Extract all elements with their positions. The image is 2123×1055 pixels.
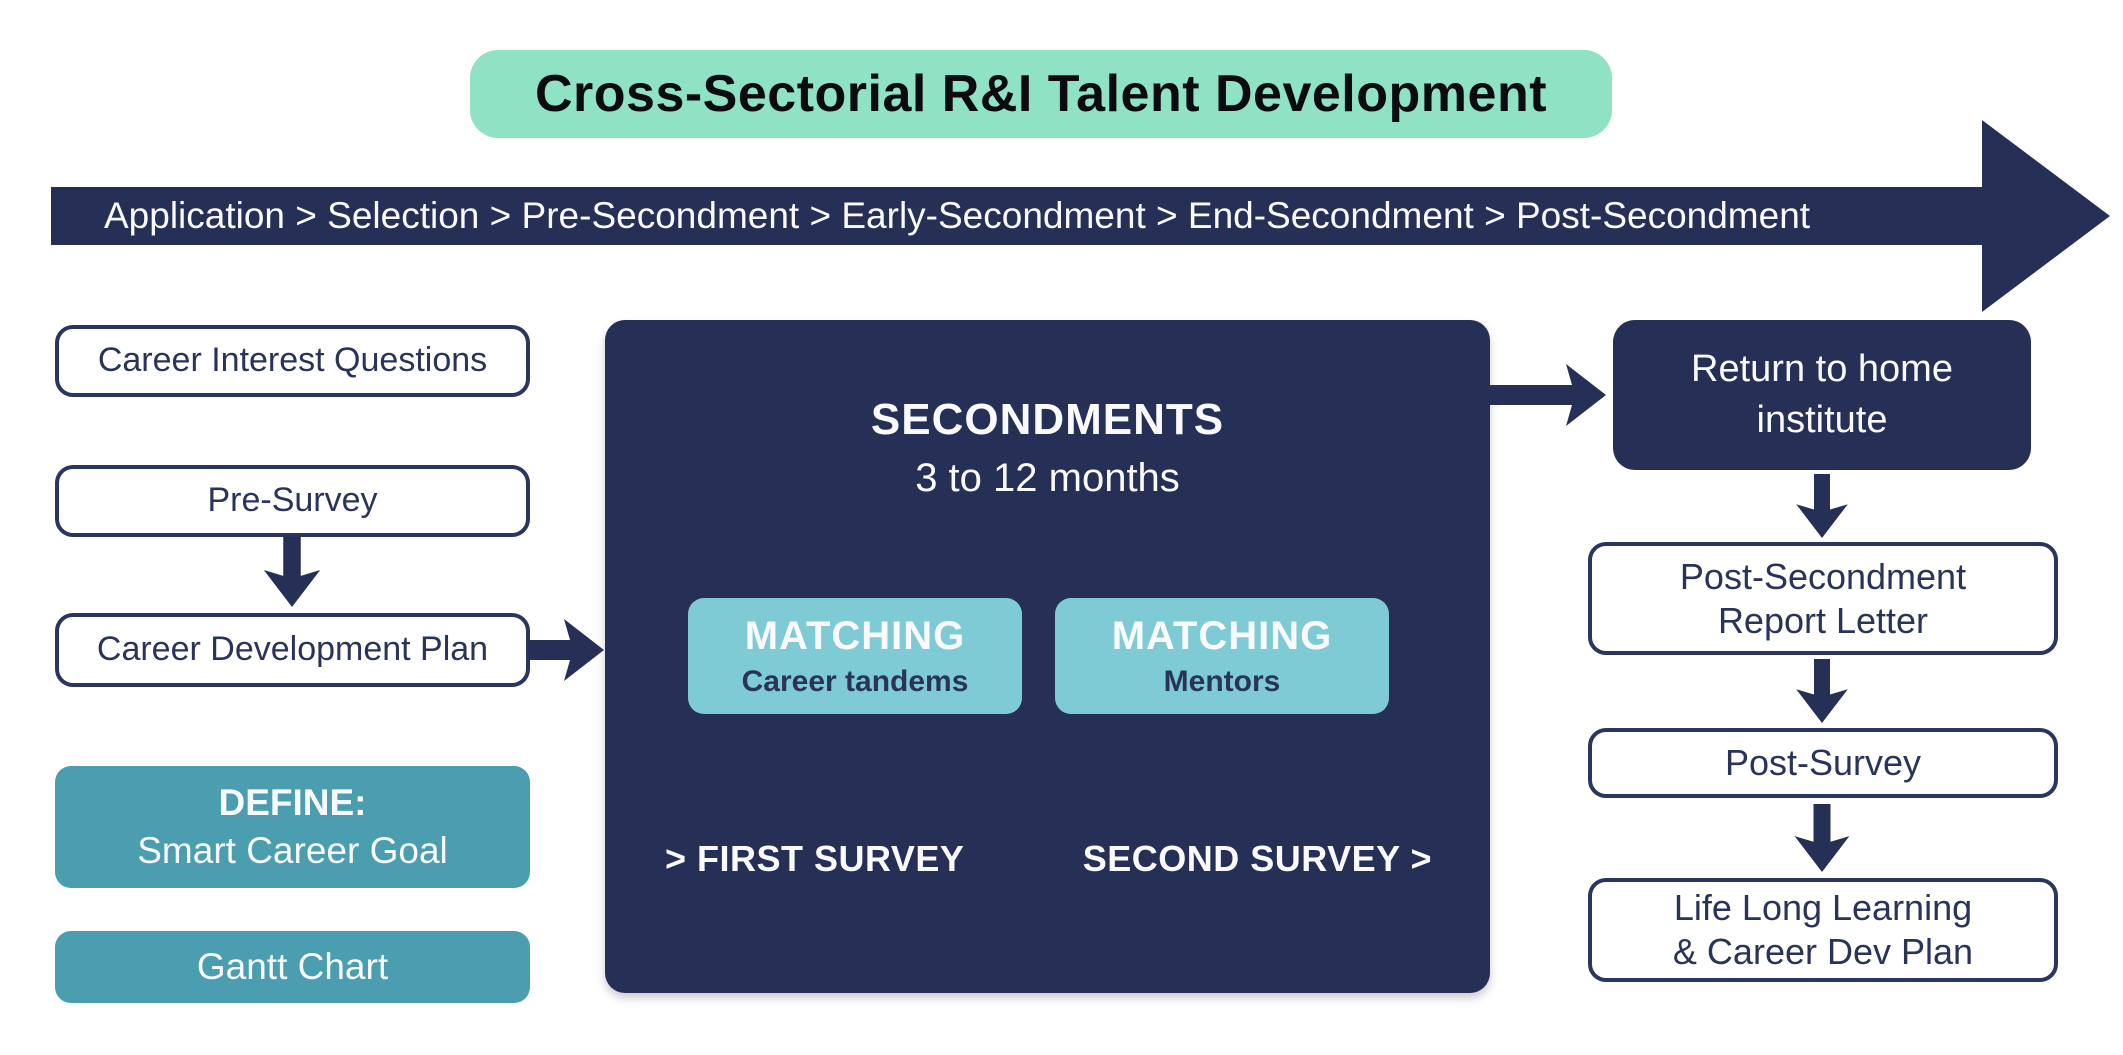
return-home-line2: institute: [1756, 399, 1888, 441]
life-long-learning-box: Life Long Learning & Career Dev Plan: [1588, 878, 2058, 982]
first-survey-label: > FIRST SURVEY: [665, 838, 965, 879]
career-development-plan-box: Career Development Plan: [55, 613, 530, 687]
arrow-down-icon: [1796, 659, 1848, 723]
matching-career-tandems-box: MATCHING Career tandems: [688, 598, 1022, 714]
post-survey-label: Post-Survey: [1724, 742, 1922, 784]
career-interest-questions-label: Career Interest Questions: [97, 341, 488, 380]
page-title-pill: Cross-Sectorial R&I Talent Development: [470, 50, 1612, 138]
matching-career-tandems-subtitle: Career tandems: [741, 664, 969, 698]
post-secondment-report-letter-box: Post-Secondment Report Letter: [1588, 542, 2058, 655]
matching-mentors-subtitle: Mentors: [1163, 664, 1281, 698]
define-heading: DEFINE:: [218, 781, 367, 823]
post-survey-box: Post-Survey: [1588, 728, 2058, 798]
life-long-learning-line1: Life Long Learning: [1673, 887, 1973, 929]
pre-survey-box: Pre-Survey: [55, 465, 530, 537]
post-secondment-report-line2: Report Letter: [1717, 599, 1929, 641]
matching-mentors-title: MATCHING: [1111, 613, 1333, 658]
process-banner-arrowhead-icon: [1982, 120, 2110, 312]
post-secondment-report-line1: Post-Secondment: [1679, 555, 1967, 597]
pre-survey-label: Pre-Survey: [207, 481, 378, 520]
life-long-learning-line2: & Career Dev Plan: [1672, 931, 1974, 972]
arrow-right-icon: [528, 619, 604, 681]
arrow-right-icon: [1488, 364, 1606, 426]
arrow-down-icon: [1796, 474, 1848, 538]
second-survey-label: SECOND SURVEY >: [1082, 838, 1432, 879]
return-home-line1: Return to home: [1691, 347, 1953, 390]
gantt-chart-box: Gantt Chart: [55, 931, 530, 1003]
arrow-down-icon: [1794, 804, 1850, 872]
survey-row: > FIRST SURVEY SECOND SURVEY >: [665, 838, 1432, 880]
secondments-box: SECONDMENTS 3 to 12 months MATCHING Care…: [605, 320, 1490, 993]
arrow-down-icon: [263, 537, 321, 607]
process-banner: Application > Selection > Pre-Secondment…: [51, 187, 1984, 245]
secondments-heading: SECONDMENTS: [870, 395, 1225, 444]
page-title: Cross-Sectorial R&I Talent Development: [534, 65, 1548, 123]
define-subtext: Smart Career Goal: [137, 830, 448, 871]
process-banner-stages: Application > Selection > Pre-Secondment…: [104, 195, 1811, 236]
gantt-chart-label: Gantt Chart: [196, 945, 389, 987]
career-development-plan-label: Career Development Plan: [96, 630, 489, 669]
matching-mentors-box: MATCHING Mentors: [1055, 598, 1389, 714]
matching-row: MATCHING Career tandems MATCHING Mentors: [688, 598, 1389, 714]
return-home-institute-box: Return to home institute: [1613, 320, 2031, 470]
define-smart-career-goal-box: DEFINE: Smart Career Goal: [55, 766, 530, 888]
matching-career-tandems-title: MATCHING: [744, 613, 966, 658]
career-interest-questions-box: Career Interest Questions: [55, 325, 530, 397]
secondments-duration: 3 to 12 months: [915, 456, 1180, 500]
